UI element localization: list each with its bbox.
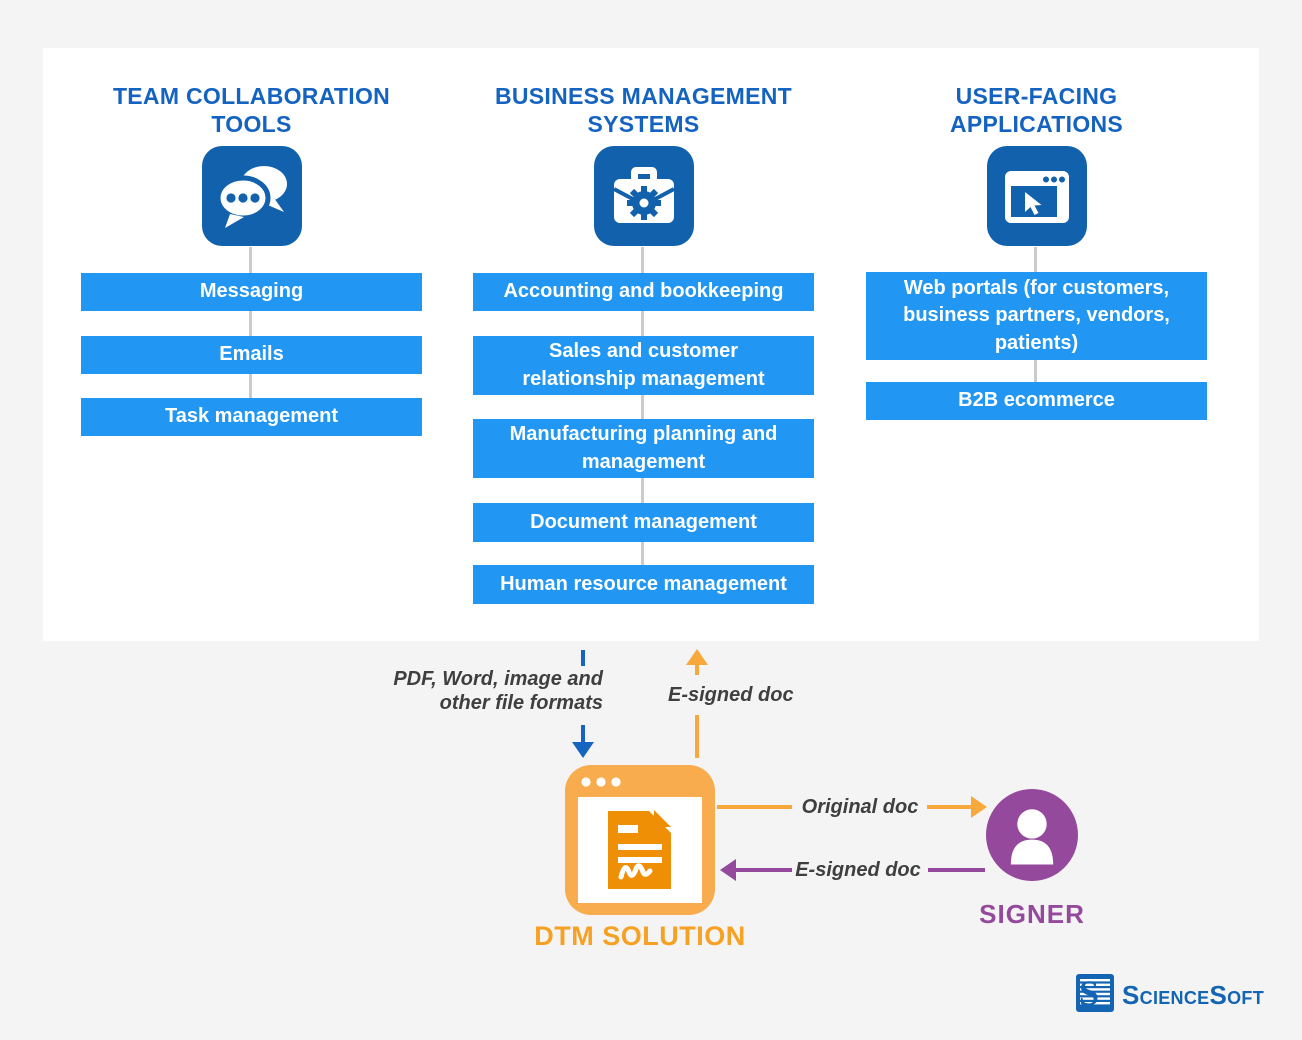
signer-label: SIGNER [979,899,1085,929]
connector-line [641,542,644,565]
sciencesoft-logo-text: ScienceSoft [1122,979,1264,1010]
item-task-management: Task management [81,398,422,436]
briefcase-gear-icon [594,146,694,246]
arrow-files-to-dtm [581,650,585,666]
connector-line [249,311,252,336]
arrow-original-doc-to-signer [927,805,971,809]
item-messaging: Messaging [81,273,422,311]
column-title-business-management: BUSINESS MANAGEMENT SYSTEMS [494,83,793,137]
arrow-head-right-icon [971,796,987,818]
column-title-user-facing: USER-FACING APPLICATIONS [949,83,1124,137]
flow-label-esigned-up: E-signed doc [668,684,794,706]
item-sales-crm: Sales and customer relationship manageme… [473,336,814,395]
flow-label-files-to-dtm: PDF, Word, image and other file formats [393,668,603,714]
connector-line [641,311,644,336]
arrow-head-left-icon [720,859,736,881]
arrow-original-doc-to-signer [717,805,792,809]
chat-bubbles-icon [202,146,302,246]
item-accounting: Accounting and bookkeeping [473,273,814,311]
item-emails: Emails [81,336,422,374]
connector-line [1034,360,1037,382]
arrow-files-to-dtm [581,725,585,743]
arrow-head-up-icon [686,649,708,665]
arrow-esigned-doc-to-dtm [928,868,985,872]
arrow-esigned-to-systems [695,715,699,758]
arrow-esigned-to-systems [695,665,699,675]
dtm-solution-icon [565,765,715,915]
connector-line [249,247,252,273]
signer-avatar [986,789,1078,881]
connector-line [249,374,252,398]
dtm-solution-label: DTM SOLUTION [534,921,746,951]
arrow-head-down-icon [572,742,594,758]
item-b2b-ecommerce: B2B ecommerce [866,382,1207,420]
arrow-esigned-doc-to-dtm [736,868,792,872]
item-web-portals: Web portals (for customers, business par… [866,272,1207,360]
connector-line [641,247,644,273]
connector-line [641,478,644,503]
item-document-management: Document management [473,503,814,542]
item-hr-management: Human resource management [473,565,814,604]
flow-label-original-doc: Original doc [801,796,919,818]
svg-text:S: S [1079,974,1099,1012]
sciencesoft-logo-mark: S [1076,973,1114,1017]
sciencesoft-logo: S ScienceSoft [1076,973,1264,1017]
connector-line [1034,247,1037,272]
item-manufacturing: Manufacturing planning and management [473,419,814,478]
flow-label-esigned-back: E-signed doc [795,859,921,881]
connector-line [641,395,644,419]
column-title-team-collaboration: TEAM COLLABORATION TOOLS [112,83,391,137]
browser-cursor-icon [987,146,1087,246]
